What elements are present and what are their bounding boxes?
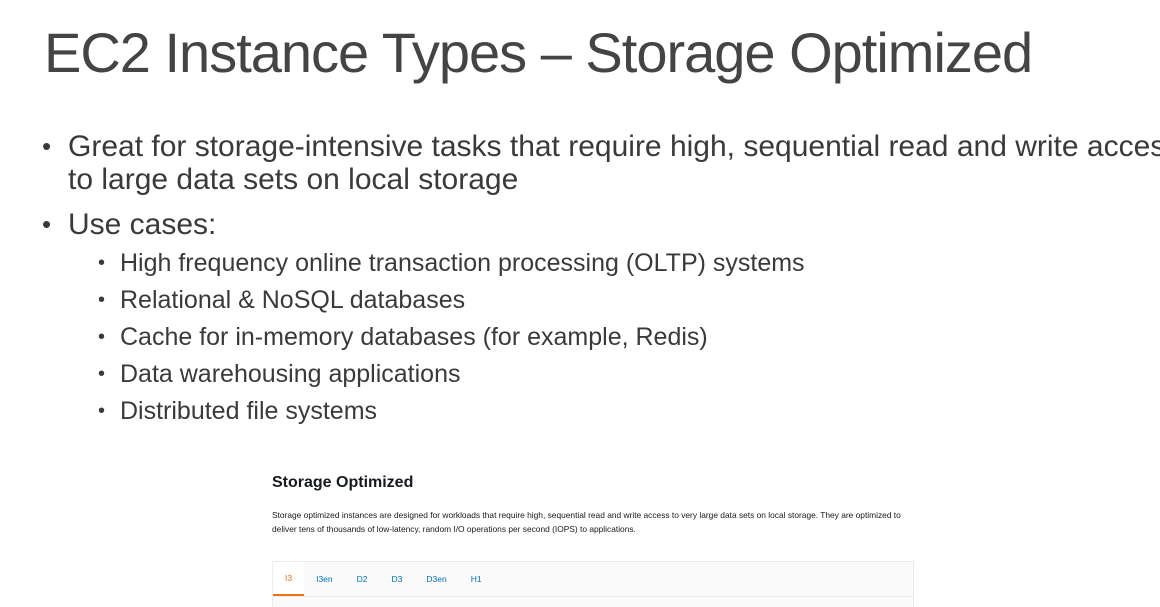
bullet-dot: • <box>42 209 52 239</box>
sub-bullet-item: • Relational & NoSQL databases <box>68 282 1160 319</box>
aws-panel-title: Storage Optimized <box>272 474 414 491</box>
sub-bullet-list: • High frequency online transaction proc… <box>68 245 1160 430</box>
sub-bullet-item: • Distributed file systems <box>68 393 1160 430</box>
instance-tabs-container: I3 I3en D2 D3 D3en H1 <box>272 561 914 607</box>
sub-bullet-text: Distributed file systems <box>120 397 378 425</box>
aws-storage-optimized-screenshot: Storage Optimized Storage optimized inst… <box>262 468 922 607</box>
bullet-item: • Use cases: • High frequency online tra… <box>40 208 1160 430</box>
tab-i3en[interactable]: I3en <box>316 574 333 584</box>
bullet-dot: • <box>98 252 106 274</box>
sub-bullet-item: • High frequency online transaction proc… <box>68 245 1160 282</box>
bullet-list: • Great for storage-intensive tasks that… <box>40 130 1160 430</box>
bullet-dot: • <box>98 400 106 422</box>
tab-d3en[interactable]: D3en <box>426 574 447 584</box>
instance-tab-bar: I3 I3en D2 D3 D3en H1 <box>273 562 913 597</box>
bullet-text: Use cases: <box>68 208 217 241</box>
sub-bullet-text: Relational & NoSQL databases <box>120 286 466 314</box>
slide-title: EC2 Instance Types – Storage Optimized <box>44 21 1033 84</box>
sub-bullet-item: • Cache for in-memory databases (for exa… <box>68 319 1160 356</box>
sub-bullet-text: Cache for in-memory databases (for examp… <box>120 323 708 351</box>
bullet-dot: • <box>98 326 106 348</box>
tab-d2[interactable]: D2 <box>356 574 368 584</box>
bullet-text: Great for storage-intensive tasks that r… <box>68 130 1160 196</box>
bullet-dot: • <box>98 363 106 385</box>
aws-panel-description: Storage optimized instances are designed… <box>272 510 901 534</box>
tab-d3[interactable]: D3 <box>391 574 403 584</box>
tab-i3[interactable]: I3 <box>273 562 305 596</box>
sub-bullet-text: Data warehousing applications <box>120 360 461 388</box>
sub-bullet-item: • Data warehousing applications <box>68 356 1160 393</box>
bullet-dot: • <box>98 289 106 311</box>
tab-h1[interactable]: H1 <box>470 574 482 584</box>
bullet-dot: • <box>42 131 52 161</box>
bullet-item: • Great for storage-intensive tasks that… <box>40 130 1160 196</box>
sub-bullet-text: High frequency online transaction proces… <box>120 249 805 277</box>
